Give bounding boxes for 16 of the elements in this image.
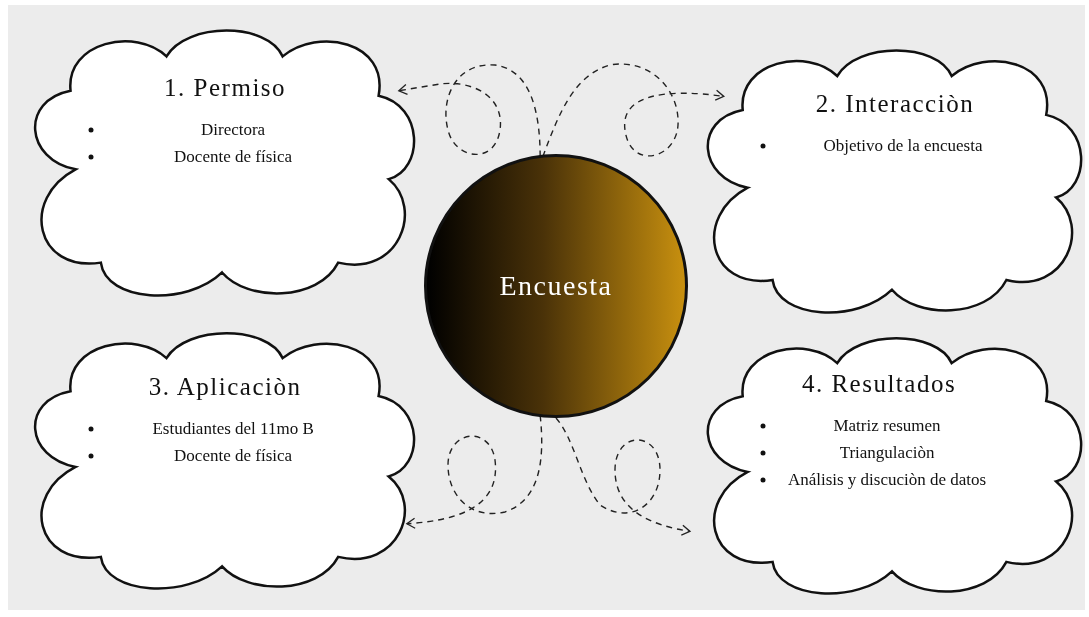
dashed-loop-arrow <box>398 64 541 158</box>
bullet-text: Matriz resumen <box>832 415 942 437</box>
cloud-heading: 3. Aplicaciòn <box>148 373 302 401</box>
bullet-text: Directora <box>200 119 267 141</box>
dashed-loop-arrow <box>555 417 691 536</box>
bullet-text: Estudiantes del 11mo B <box>151 418 315 440</box>
bullet-text: Docente de física <box>173 146 294 168</box>
bullet-text: Objetivo de la encuesta <box>822 135 984 157</box>
dashed-loop-arrow <box>542 63 725 158</box>
cloud-heading: 2. Interacciòn <box>815 90 975 118</box>
cloud-heading: 1. Permiso <box>164 74 287 102</box>
circle-label: Encuesta <box>499 270 613 302</box>
cloud-heading: 4. Resultados <box>801 370 957 398</box>
bullet-text: Análisis y discuciòn de datos <box>786 469 988 491</box>
bullet-text: Docente de física <box>173 445 294 467</box>
bullet-text: Triangulaciòn <box>838 442 936 464</box>
